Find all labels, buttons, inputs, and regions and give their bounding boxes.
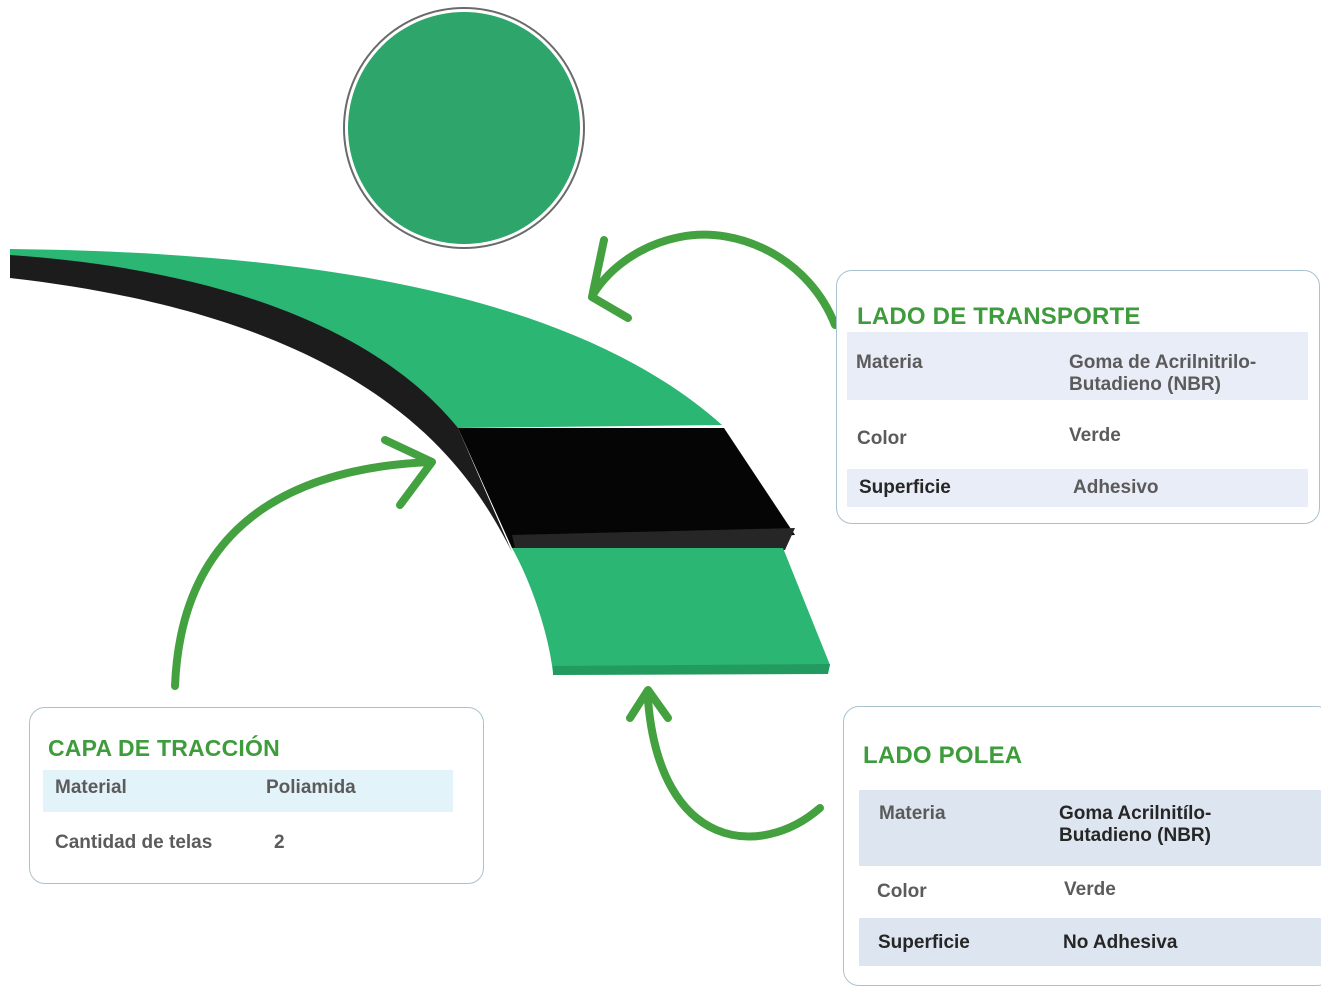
pulley-surface-label: Superficie [878, 932, 970, 953]
belt-side-edge [10, 255, 512, 552]
pulley-color-value: Verde [1064, 879, 1116, 900]
pulley-row-material: Materia Goma Acrilnitílo-Butadieno (NBR) [859, 790, 1321, 866]
pulley-row-surface: Superficie No Adhesiva [859, 918, 1321, 966]
transport-row-color: Color Verde [847, 416, 1308, 456]
traction-plies-value: 2 [274, 832, 285, 853]
transport-material-value: Goma de Acrilnitrilo-Butadieno (NBR) [1069, 352, 1257, 395]
belt-traction-bevel [512, 528, 795, 552]
brand-circle-fill [348, 12, 580, 244]
transport-row-material: Materia Goma de Acrilnitrilo-Butadieno (… [847, 332, 1308, 400]
pulley-side-card: LADO POLEA Materia Goma Acrilnitílo-Buta… [843, 706, 1321, 986]
transport-surface-label: Superficie [859, 477, 951, 498]
transport-side-card: LADO DE TRANSPORTE Materia Goma de Acril… [836, 270, 1320, 524]
transport-color-label: Color [857, 428, 907, 449]
pulley-color-label: Color [877, 881, 927, 902]
traction-card-title: CAPA DE TRACCIÓN [48, 735, 280, 761]
transport-material-label: Materia [856, 352, 923, 373]
pulley-material-label: Materia [879, 803, 946, 824]
traction-material-value: Poliamida [266, 777, 356, 798]
traction-material-label: Material [55, 777, 127, 798]
transport-row-surface: Superficie Adhesivo [847, 469, 1308, 507]
transport-card-title: LADO DE TRANSPORTE [857, 303, 1141, 330]
traction-row-plies: Cantidad de telas 2 [43, 826, 453, 866]
pulley-card-title: LADO POLEA [863, 742, 1023, 769]
traction-plies-label: Cantidad de telas [55, 832, 213, 853]
pulley-surface-value: No Adhesiva [1063, 932, 1178, 953]
pulley-row-color: Color Verde [859, 869, 1321, 917]
traction-layer-card: CAPA DE TRACCIÓN Material Poliamida Cant… [29, 707, 484, 884]
belt-traction-layer [458, 428, 795, 548]
arrow-icon [171, 230, 839, 841]
belt-bottom-edge [553, 664, 830, 675]
pulley-material-value: Goma Acrilnitílo-Butadieno (NBR) [1059, 803, 1212, 846]
traction-row-material: Material Poliamida [43, 770, 453, 812]
transport-surface-value: Adhesivo [1073, 477, 1159, 498]
transport-color-value: Verde [1069, 425, 1121, 446]
belt-bottom-layer [512, 548, 830, 673]
